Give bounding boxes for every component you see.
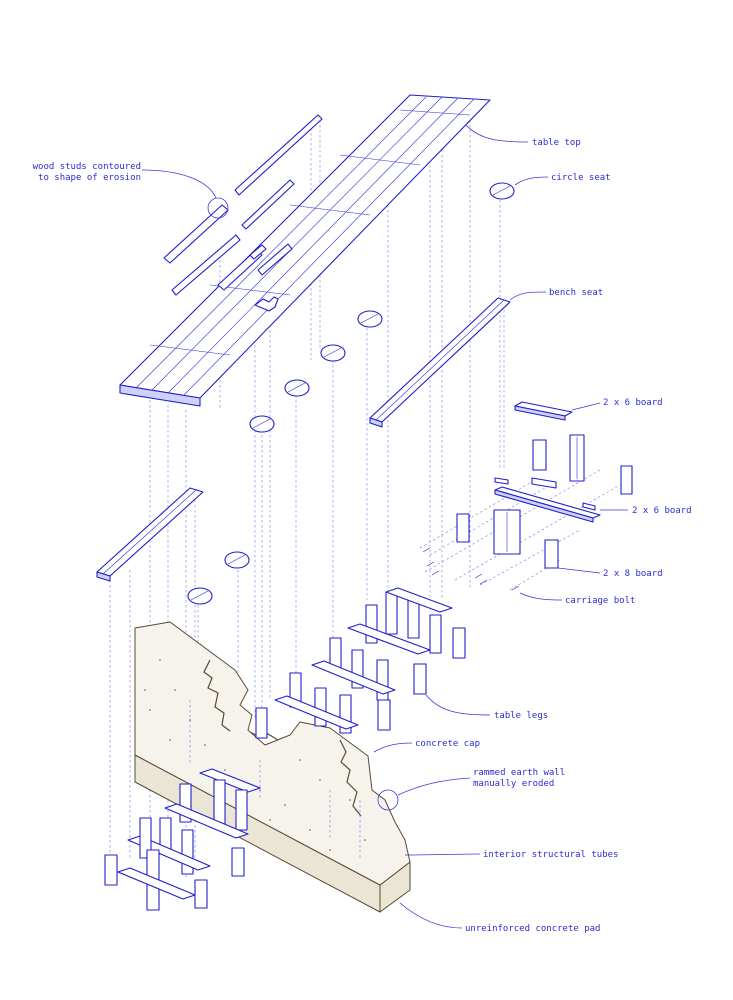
table-top — [119, 94, 491, 407]
label-board-2x8: 2 x 8 board — [603, 569, 663, 579]
circle-seats — [187, 182, 515, 605]
label-interior-tubes: interior structural tubes — [483, 850, 618, 860]
bench-seat-lower — [96, 487, 204, 582]
label-carriage-bolt: carriage bolt — [565, 596, 635, 606]
label-board-2x6-b: 2 x 6 board — [632, 506, 692, 516]
label-table-legs: table legs — [494, 711, 548, 721]
leader-lines — [141, 124, 628, 929]
board-parts — [422, 401, 633, 591]
labels: table top wood studs contoured to shape … — [33, 138, 692, 934]
table-legs-upper — [255, 587, 466, 739]
table-legs-lower — [104, 768, 261, 911]
label-concrete-cap: concrete cap — [415, 739, 480, 749]
label-wood-studs-2: to shape of erosion — [38, 173, 141, 183]
label-table-top: table top — [532, 138, 581, 148]
label-rammed-earth-1: rammed earth wall — [473, 768, 565, 778]
label-circle-seat: circle seat — [551, 173, 611, 183]
studs-callout-circle — [207, 197, 229, 219]
bench-seat-upper — [369, 297, 511, 428]
label-board-2x6-a: 2 x 6 board — [603, 398, 663, 408]
label-wood-studs: wood studs contoured — [33, 162, 141, 172]
wood-studs — [163, 114, 323, 296]
label-rammed-earth-2: manually eroded — [473, 779, 554, 789]
label-bench-seat: bench seat — [549, 288, 603, 298]
label-concrete-pad: unreinforced concrete pad — [465, 924, 600, 934]
erosion-callout-circle — [377, 789, 399, 811]
rammed-earth-wall — [134, 621, 411, 913]
